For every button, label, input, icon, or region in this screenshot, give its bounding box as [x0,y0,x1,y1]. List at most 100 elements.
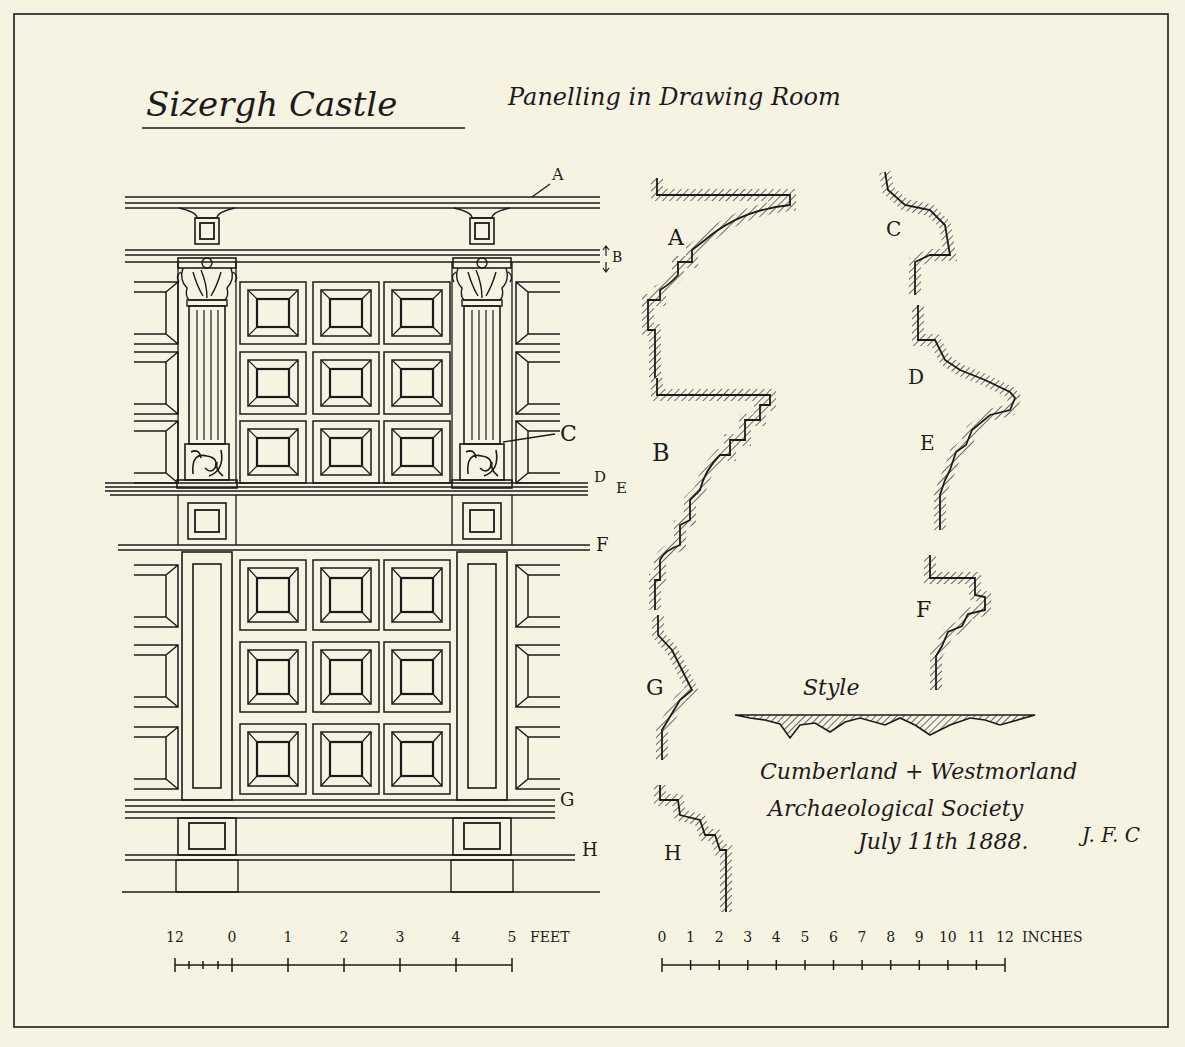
side-panel [134,282,178,344]
panel [384,282,450,344]
drawing-label: J. F. C [1082,824,1140,846]
drawing-label: E [616,480,627,497]
drawing-label: C [560,422,577,446]
drawing-label: 7 [858,930,867,945]
panel [313,352,379,414]
panel [240,642,306,712]
side-panel [516,727,560,789]
drawing-label: H [582,840,598,860]
panel [313,642,379,712]
drawing-title: Sizergh Castle [146,86,397,123]
profile-c [885,172,950,295]
drawing-label: 2 [715,930,724,945]
drawing-label: A [668,226,684,250]
drawing-label: 1 [284,930,293,945]
drawing-label: 3 [743,930,752,945]
drawing-label: C [886,218,901,240]
profile-b [655,378,770,610]
drawing-label: 5 [800,930,809,945]
panel [240,352,306,414]
base-lines [122,800,600,892]
profile-f [930,555,985,690]
scale-bars [175,958,1005,972]
panel [384,560,450,630]
leader-line [532,184,550,197]
drawing-label: E [920,432,935,454]
side-panel [134,352,178,414]
drawing-label: 12 [996,930,1014,945]
profile-hatch [930,555,985,690]
panel [240,560,306,630]
drawing-label: 2 [340,930,349,945]
drawing-label: B [652,440,670,466]
side-panel [516,352,560,414]
leader-line [503,434,555,442]
panel [313,282,379,344]
rail-lines [118,545,590,550]
drawing-label: INCHES [1022,930,1083,945]
moulding-profiles [648,172,1035,912]
profile-hatch [885,172,950,295]
drawing-label: G [560,790,574,810]
panel [313,560,379,630]
drawing-label: July 11th 1888. [858,830,1028,854]
sheet-border [14,14,1168,1027]
drawing-label: 10 [939,930,957,945]
side-panel [516,282,560,344]
drawing-label: 0 [658,930,667,945]
drawing-label: 8 [886,930,895,945]
panel [313,724,379,794]
drawing-label: 12 [166,930,184,945]
drawing-label: H [664,842,681,864]
profile-hatch [660,785,726,912]
title-underline [142,127,465,129]
panel [240,282,306,344]
stile-section [735,715,1035,738]
drawing-label: F [916,598,931,622]
side-panel [134,727,178,789]
drawing-label: 3 [396,930,405,945]
panel [240,724,306,794]
drawing-label: 1 [686,930,695,945]
drawing-label: D [908,366,924,388]
panel [313,421,379,483]
profile-d-e [918,305,1015,530]
drawing-label: A [552,166,564,184]
inches-scale [662,958,1005,972]
drawing-label: D [594,469,606,486]
side-panel [134,645,178,707]
cornice-lines [125,197,600,262]
drawing-label: 4 [772,930,781,945]
panel [240,421,306,483]
dimension-arrows [603,246,609,272]
column-right [451,208,513,892]
drawing-label: 9 [915,930,924,945]
profile-h [660,785,726,912]
drawing-label: 6 [829,930,838,945]
drawing-label: 0 [228,930,237,945]
drawing-label: B [612,250,622,265]
drawing-label: FEET [530,930,570,945]
frieze-edges [178,495,512,545]
column-left [176,208,238,892]
panel [384,421,450,483]
drawing-label: 11 [967,930,985,945]
drawing-label: Style [803,676,859,700]
drawing-label: Cumberland + Westmorland [760,760,1077,784]
drawing-label: F [596,535,609,555]
side-panel [134,421,178,483]
profile-hatch [648,178,790,378]
profile-hatch [918,305,1015,530]
panel [384,642,450,712]
side-panel [516,565,560,627]
profile-a [648,178,790,378]
side-panels-right [516,282,560,789]
drawing-label: 5 [508,930,517,945]
profile-hatch [655,378,770,610]
feet-scale [175,958,512,972]
drawing-label: G [646,676,664,700]
side-panel [516,421,560,483]
side-panel [134,565,178,627]
